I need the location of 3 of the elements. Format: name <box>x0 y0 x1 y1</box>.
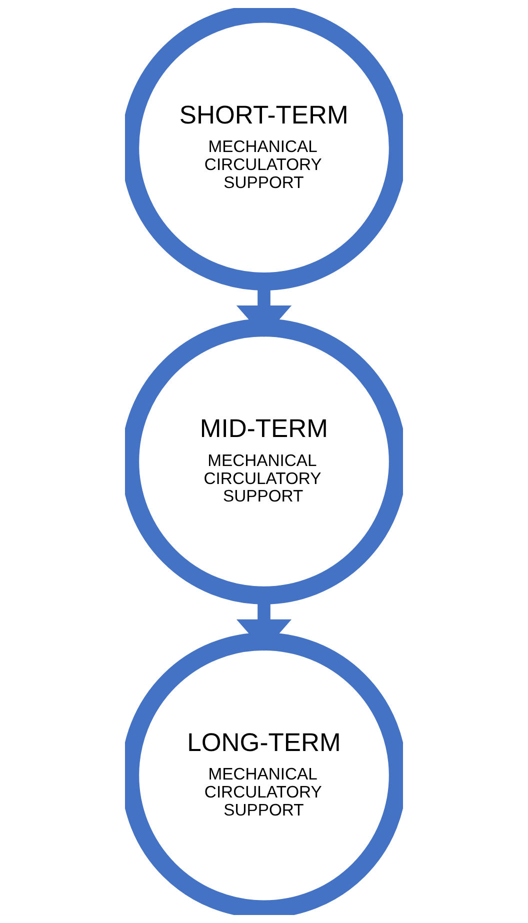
node-circle: MID-TERM MECHANICAL CIRCULATORY SUPPORT <box>125 318 403 604</box>
node-circle: SHORT-TERM MECHANICAL CIRCULATORY SUPPORT <box>125 8 403 290</box>
node-circle: LONG-TERM MECHANICAL CIRCULATORY SUPPORT <box>125 632 403 915</box>
